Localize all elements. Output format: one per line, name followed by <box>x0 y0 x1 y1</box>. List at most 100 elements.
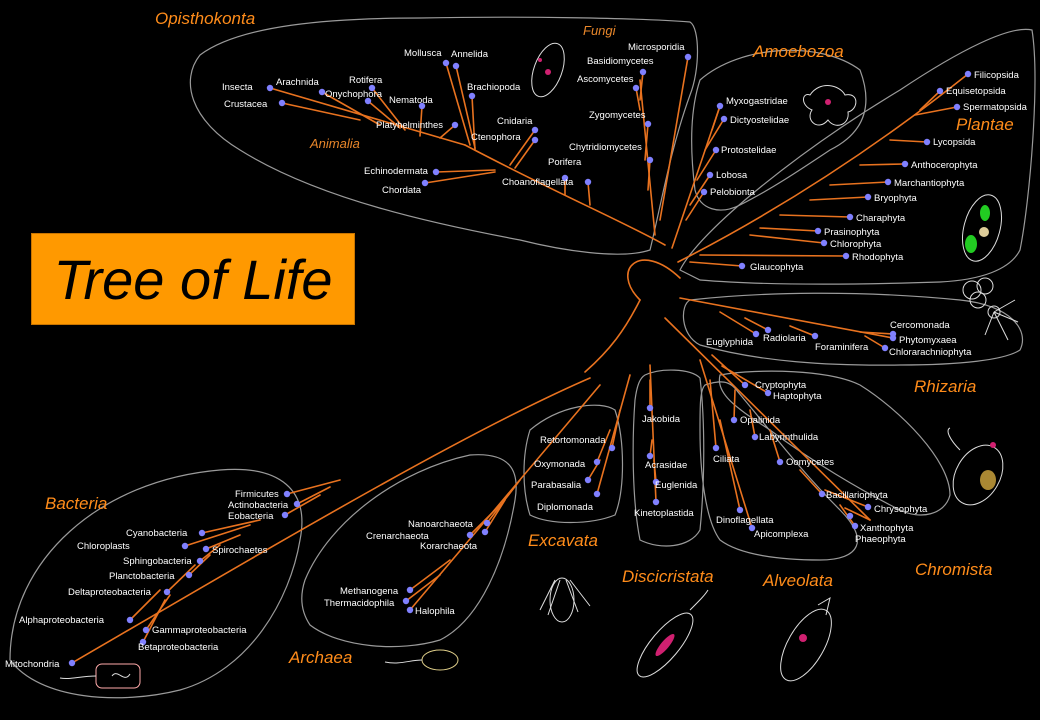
taxon-node <box>442 59 450 67</box>
taxon-node <box>936 87 944 95</box>
group-label-opisthokonta: Opisthokonta <box>155 9 255 28</box>
group-label-bacteria: Bacteria <box>45 494 107 513</box>
taxon-node <box>712 444 720 452</box>
taxon-node <box>716 102 724 110</box>
taxon-halophila: Halophila <box>415 606 455 617</box>
taxon-node <box>814 227 822 235</box>
branch-chrysophyta <box>824 489 869 508</box>
branch-myxogastridae <box>711 105 721 131</box>
taxon-arachnida: Arachnida <box>276 77 319 88</box>
taxon-node <box>846 512 854 520</box>
taxon-insecta: Insecta <box>222 82 253 93</box>
branch-ctenophora <box>514 139 536 169</box>
taxon-node <box>646 404 654 412</box>
discicristate-cell-illustration <box>636 589 709 678</box>
taxon-node <box>68 659 76 667</box>
branch-dictyostelidae <box>704 118 725 151</box>
branch-cyanobacteria <box>201 519 261 534</box>
page-title: Tree of Life <box>53 247 333 311</box>
taxon-equisetopsida: Equisetopsida <box>946 86 1006 97</box>
branch-animalia <box>269 87 466 146</box>
branch-chromalveolata <box>664 317 871 521</box>
outline-discicristata <box>632 369 705 547</box>
branch-root-lower <box>584 299 641 373</box>
branch-choanoflagellata <box>587 181 591 206</box>
taxon-euglyphida: Euglyphida <box>706 337 754 348</box>
taxon-node <box>406 606 414 614</box>
taxon-node <box>281 511 289 519</box>
taxon-annelida: Annelida <box>451 49 489 60</box>
branch-plantae <box>677 73 969 263</box>
taxon-node <box>531 136 539 144</box>
group-label-chromista: Chromista <box>915 560 992 579</box>
taxon-node <box>406 586 414 594</box>
taxon-node <box>953 103 961 111</box>
taxon-chrysophyta: Chrysophyta <box>874 504 928 515</box>
branch-cercomonada <box>859 331 894 335</box>
taxon-node <box>293 500 301 508</box>
taxon-betaproteobacteria: Betaproteobacteria <box>138 642 219 653</box>
taxon-node <box>632 84 640 92</box>
branch-ascomycetes <box>635 87 641 111</box>
taxon-ascomycetes: Ascomycetes <box>577 74 634 85</box>
chromist-cell-illustration <box>947 427 1004 506</box>
taxon-onychophora: Onychophora <box>325 89 383 100</box>
taxon-anthocerophyta: Anthocerophyta <box>911 160 978 171</box>
branch-planctobacteria <box>188 554 211 576</box>
taxon-node <box>712 146 720 154</box>
branch-marchantiophyta <box>829 181 889 186</box>
taxon-cryptophyta: Cryptophyta <box>755 380 807 391</box>
branch-foraminifera <box>789 325 816 337</box>
group-label-alveolata: Alveolata <box>762 571 833 590</box>
taxon-node <box>752 330 760 338</box>
branch-rhizaria <box>679 297 894 339</box>
taxon-node <box>684 53 692 61</box>
branch-thermacidophila <box>405 574 441 602</box>
taxon-sphingobacteria: Sphingobacteria <box>123 556 192 567</box>
taxon-bacillariophyta: Bacillariophyta <box>826 490 888 501</box>
branch-onychophora <box>367 100 401 129</box>
taxon-lobosa: Lobosa <box>716 170 748 181</box>
taxon-rhodophyta: Rhodophyta <box>852 252 904 263</box>
taxon-nanoarchaeota: Nanoarchaeota <box>408 519 474 530</box>
outline-excavata <box>523 404 624 524</box>
taxon-node <box>202 545 210 553</box>
tree-branches <box>71 56 969 664</box>
taxon-node <box>181 542 189 550</box>
branch-retortomonada <box>611 409 621 449</box>
organism-illustrations <box>59 42 1019 689</box>
taxon-node <box>481 528 489 536</box>
taxon-cyanobacteria: Cyanobacteria <box>126 528 188 539</box>
branch-annelida <box>455 65 476 149</box>
branch-bacteria <box>71 377 591 664</box>
group-label-discicristata: Discicristata <box>622 567 714 586</box>
branch-spermatopsida <box>914 106 958 116</box>
outline-opisthokonta <box>189 16 699 255</box>
alveolate-cell-illustration <box>780 596 832 682</box>
taxon-node <box>748 524 756 532</box>
taxon-dictyostelidae: Dictyostelidae <box>730 115 789 126</box>
taxon-node <box>421 179 429 187</box>
taxon-labyrinthulida: Labyrinthulida <box>759 432 819 443</box>
branch-root <box>627 259 681 301</box>
taxon-rotifera: Rotifera <box>349 75 383 86</box>
group-labels: Opisthokonta Fungi Animalia Amoebozoa Pl… <box>45 9 1014 667</box>
mitochondrion-illustration <box>59 663 141 689</box>
taxon-node <box>842 252 850 260</box>
branch-oomycetes <box>769 429 781 463</box>
taxon-crenarchaeota: Crenarchaeota <box>366 531 430 542</box>
radiolarian-illustration <box>962 277 1019 341</box>
taxon-node <box>593 490 601 498</box>
taxon-acrasidae: Acrasidae <box>645 460 687 471</box>
taxon-oxymonada: Oxymonada <box>534 459 586 470</box>
taxon-spirochaetes: Spirochaetes <box>212 545 268 556</box>
taxon-node <box>811 332 819 340</box>
taxon-node <box>700 188 708 196</box>
branch-excavata <box>596 374 631 495</box>
taxon-cnidaria: Cnidaria <box>497 116 533 127</box>
taxon-dinoflagellata: Dinoflagellata <box>716 515 774 526</box>
taxon-charaphyta: Charaphyta <box>856 213 906 224</box>
taxon-methanogena: Methanogena <box>340 586 399 597</box>
taxon-node <box>738 262 746 270</box>
taxon-node <box>593 458 601 466</box>
